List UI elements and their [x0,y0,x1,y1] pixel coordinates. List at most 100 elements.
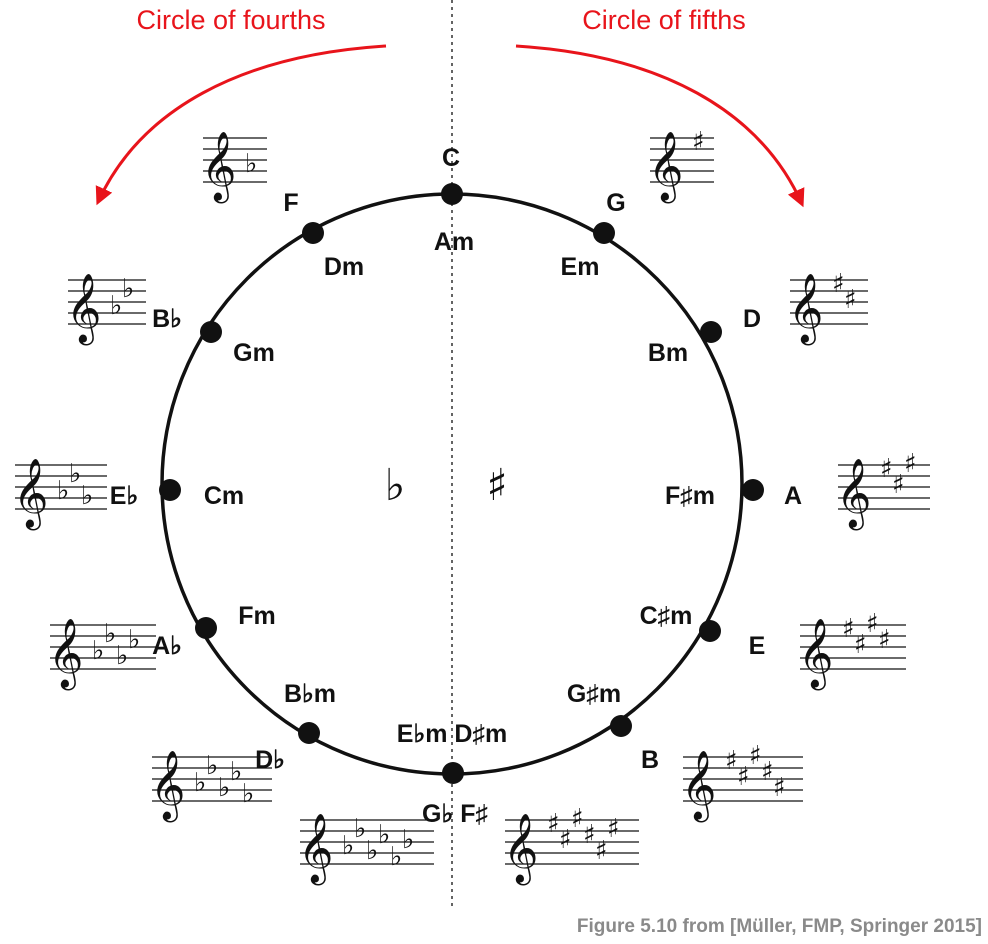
flat-icon: ♭ [378,820,390,850]
flat-icon: ♭ [218,773,230,803]
major-labels: C G D A E B G♭ F♯ D♭ A♭ E♭ B♭ F [110,144,802,828]
minor-label-dm: Dm [324,253,364,281]
minor-label-gm: Gm [233,339,275,367]
major-label-bb: B♭ [152,305,182,333]
sharp-symbol: ♯ [486,460,507,511]
dot-eb [159,479,181,501]
sharp-icon: ♯ [583,820,596,850]
minor-label-em: Em [561,253,600,281]
dot-db [298,722,320,744]
staff-flats-3: 𝄞♭♭♭ [13,458,107,530]
staff-flats-5: 𝄞♭♭♭♭♭ [150,750,272,822]
dot-bb [200,321,222,343]
dot-c [441,183,463,205]
staff-sharps-2: 𝄞 ♯♯ [788,269,868,345]
sharp-icon: ♯ [866,609,879,639]
major-label-db: D♭ [255,746,285,774]
dot-e [699,620,721,642]
treble-clef-icon: 𝄞 [798,618,833,690]
flat-icon: ♭ [92,636,104,666]
sharp-icon: ♯ [571,804,584,834]
figure-caption: Figure 5.10 from [Müller, FMP, Springer … [577,916,982,937]
treble-clef-icon: 𝄞 [298,813,333,885]
sharp-icon: ♯ [904,449,917,479]
treble-clef-icon: 𝄞 [503,813,538,885]
sharp-icon: ♯ [692,127,705,157]
minor-label-csm: C♯m [640,602,693,630]
flat-icon: ♭ [390,842,402,872]
sharp-icon: ♯ [607,814,620,844]
flat-icon: ♭ [110,291,122,321]
staff-flats-2: 𝄞 ♭♭ [66,273,146,345]
sharp-icon: ♯ [844,285,857,315]
flat-icon: ♭ [242,779,254,809]
key-signature-staffs: 𝄞♯𝄞♯♯𝄞♯♯♯𝄞♯♯♯♯𝄞♯♯♯♯♯𝄞♯♯♯♯♯♯𝄞♭♭♭♭♭♭𝄞♭♭♭♭♭… [13,127,930,885]
staff-sharps-6: 𝄞♯♯♯♯♯♯ [503,804,639,885]
sharp-icon: ♯ [892,470,905,500]
staff-flats-1: 𝄞♭ [201,131,267,203]
sharp-icon: ♯ [559,825,572,855]
sharp-icon: ♯ [842,614,855,644]
sharp-icon: ♯ [773,773,786,803]
flat-icon: ♭ [69,459,81,489]
sharp-icon: ♯ [547,809,560,839]
minor-label-am: Am [434,228,474,256]
treble-clef-icon: 𝄞 [648,131,683,203]
minor-labels: Am Em Bm F♯m C♯m G♯m E♭m D♯m B♭m Fm Cm G… [204,228,715,748]
treble-clef-icon: 𝄞 [836,458,871,530]
flat-icon: ♭ [122,274,134,304]
major-label-a: A [784,482,802,510]
treble-clef-icon: 𝄞 [48,618,83,690]
major-label-d: D [743,305,761,333]
major-label-e: E [749,632,766,660]
sharp-icon: ♯ [880,454,893,484]
flat-icon: ♭ [206,751,218,781]
minor-label-cm: Cm [204,482,244,510]
flat-icon: ♭ [366,836,378,866]
major-label-gb-fs: G♭ F♯ [422,800,488,828]
flat-icon: ♭ [354,814,366,844]
flat-icon: ♭ [104,619,116,649]
major-label-f: F [283,189,298,217]
flat-icon: ♭ [57,476,69,506]
staff-sharps-4: 𝄞♯♯♯♯ [798,609,906,690]
minor-label-fm: Fm [238,602,276,630]
dot-b [610,715,632,737]
flat-icon: ♭ [342,831,354,861]
sharp-icon: ♯ [761,757,774,787]
sharp-icon: ♯ [832,269,845,299]
flat-icon: ♭ [402,825,414,855]
dot-ab [195,617,217,639]
flat-icon: ♭ [245,149,257,179]
minor-label-ebm-dsm: E♭m D♯m [397,720,507,748]
heading-circle-of-fifths: Circle of fifths [582,5,746,35]
major-label-ab: A♭ [152,632,182,660]
minor-label-bm: Bm [648,339,688,367]
flat-icon: ♭ [128,625,140,655]
major-label-b: B [641,746,659,774]
treble-clef-icon: 𝄞 [13,458,48,530]
staff-flats-4: 𝄞♭♭♭♭ [48,618,156,690]
major-label-g: G [606,189,625,217]
staff-sharps-3: 𝄞♯♯♯ [836,449,930,530]
staff-flats-6: 𝄞♭♭♭♭♭♭ [298,813,434,885]
minor-label-bbm: B♭m [284,680,336,708]
staff-sharps-1: 𝄞♯ [648,127,714,203]
flat-icon: ♭ [194,768,206,798]
treble-clef-icon: 𝄞 [681,750,716,822]
dot-a [742,479,764,501]
major-label-eb: E♭ [110,482,138,510]
sharp-icon: ♯ [737,762,750,792]
flat-symbol: ♭ [385,460,406,511]
treble-clef-icon: 𝄞 [150,750,185,822]
arrow-circle-of-fourths [95,44,387,206]
minor-label-gsm: G♯m [567,680,621,708]
staff-sharps-5: 𝄞♯♯♯♯♯ [681,741,803,822]
sharp-icon: ♯ [749,741,762,771]
treble-clef-icon: 𝄞 [66,273,101,345]
dot-g [593,222,615,244]
treble-clef-icon: 𝄞 [788,273,823,345]
dot-d [700,321,722,343]
heading-circle-of-fourths: Circle of fourths [136,5,325,35]
